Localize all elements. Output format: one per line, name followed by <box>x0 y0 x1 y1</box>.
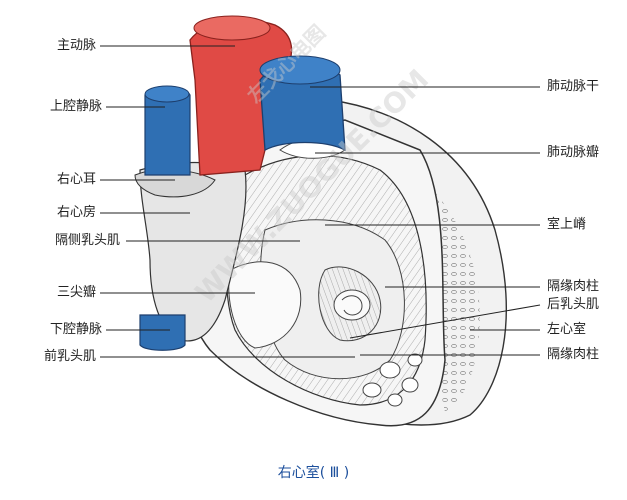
label-anterior-papillary-muscle: 前乳头肌 <box>43 349 96 364</box>
aorta-opening <box>193 15 271 41</box>
leader-lines-right <box>310 86 541 356</box>
svc-opening <box>144 85 190 103</box>
label-pulmonary-valve: 肺动脉瓣 <box>547 145 600 160</box>
papillary-muscle-head <box>333 289 371 321</box>
leader-lines-left <box>100 45 355 358</box>
label-aorta: 主动脉 <box>56 38 96 53</box>
label-supraventricular-crest: 室上嵴 <box>547 217 587 232</box>
label-pulmonary-trunk: 肺动脉干 <box>547 79 600 94</box>
tricuspid-leaflet <box>228 261 302 349</box>
label-posterior-papillary-muscle: 后乳头肌 <box>547 297 600 312</box>
pulmonary-trunk-opening <box>259 55 341 85</box>
label-superior-vena-cava: 上腔静脉 <box>49 99 102 114</box>
label-septomarginal-trabecula: 隔缘肉柱 <box>547 279 600 294</box>
label-septal-papillary-muscle: 隔侧乳头肌 <box>54 233 120 248</box>
trabeculae-cluster <box>362 353 423 407</box>
inferior-vena-cava <box>139 314 186 351</box>
label-tricuspid-valve: 三尖瓣 <box>56 285 96 300</box>
label-inferior-vena-cava: 下腔静脉 <box>49 322 102 337</box>
label-right-atrium: 右心房 <box>56 205 96 220</box>
label-septomarginal-trabecula-2: 隔缘肉柱 <box>547 347 600 362</box>
label-right-auricle: 右心耳 <box>56 172 96 187</box>
chordae-spiral <box>341 295 363 316</box>
figure-caption: 右心室( Ⅲ ) <box>277 465 350 481</box>
label-left-ventricle: 左心室 <box>547 322 587 337</box>
